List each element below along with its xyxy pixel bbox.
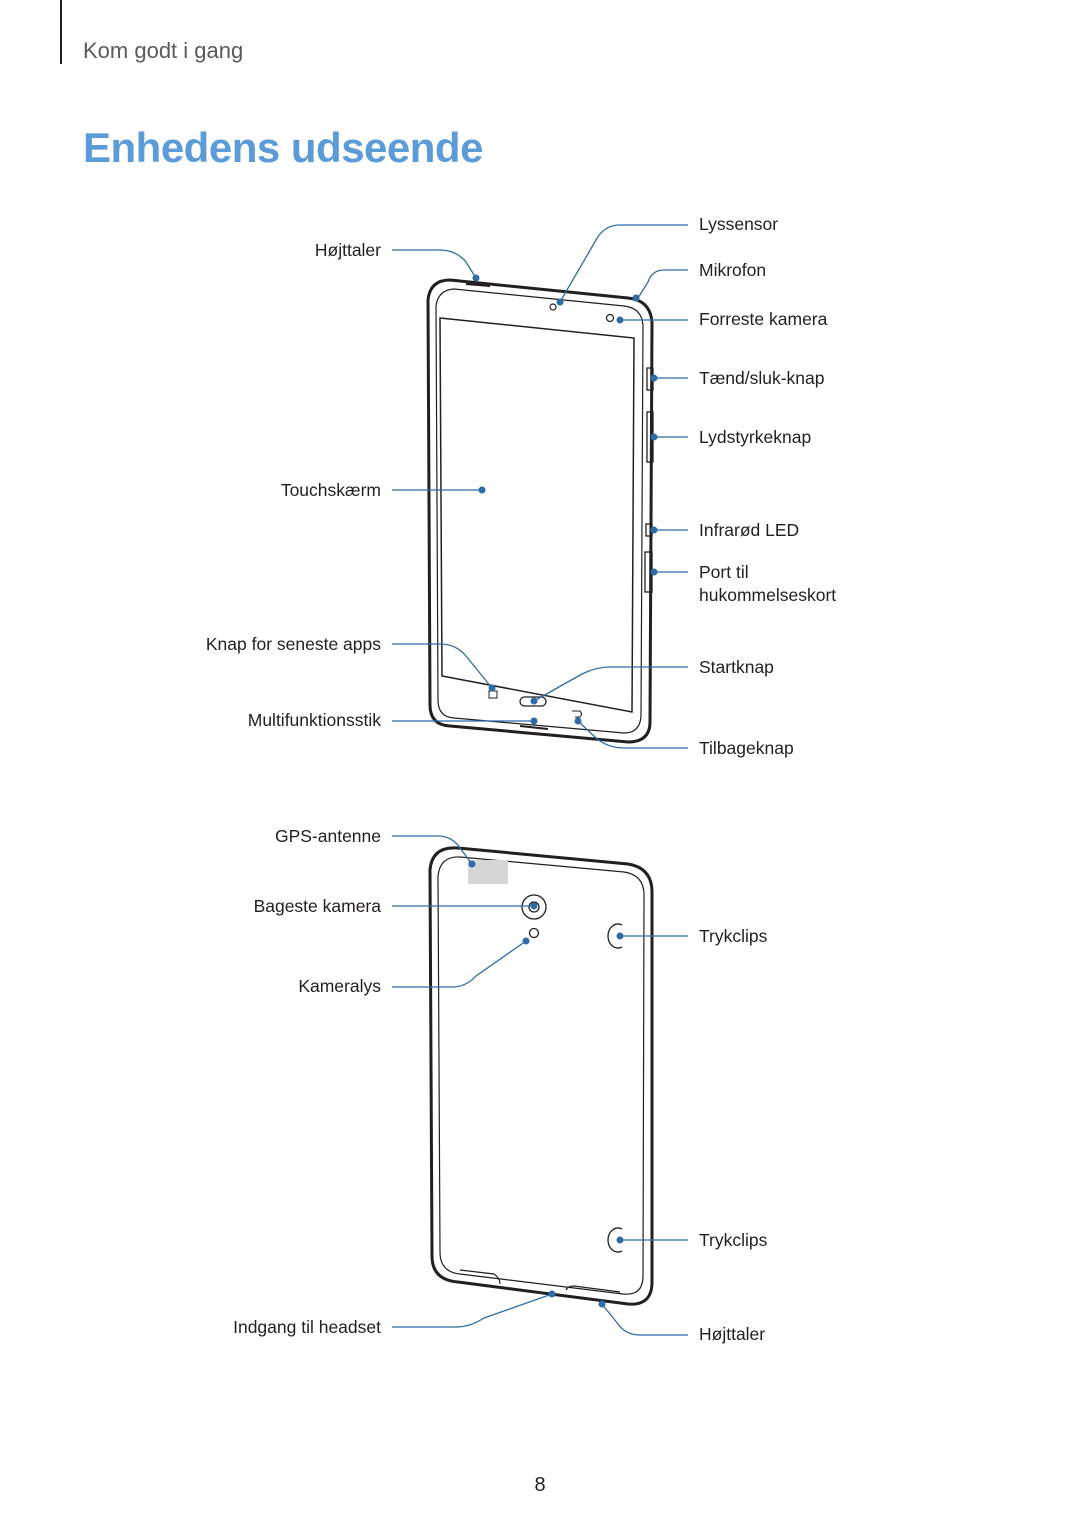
dot-recent-apps — [488, 684, 496, 692]
callout-line-flash — [392, 940, 527, 988]
callout-line-speaker-bottom — [601, 1303, 688, 1336]
page-number: 8 — [534, 1474, 546, 1496]
label-recent-apps: Knap for seneste apps — [205, 634, 381, 654]
back-device-outer — [428, 846, 654, 1306]
front-device-outer — [426, 278, 654, 744]
rear-camera-lens — [528, 901, 540, 913]
back-device — [428, 846, 654, 1306]
page-rule — [60, 0, 62, 64]
label-memory-port: Port til — [699, 562, 749, 582]
dot-flash — [522, 937, 530, 945]
page-title: Enhedens udseende — [83, 124, 483, 171]
callout-line-light-sensor — [559, 224, 688, 303]
dot-front-camera — [616, 316, 624, 324]
bottom-rim-right — [565, 1285, 621, 1293]
label-volume-key: Lydstyrkeknap — [699, 427, 812, 447]
dot-clip-bottom — [616, 1236, 624, 1244]
label-flash: Kameralys — [298, 976, 381, 996]
dot-light-sensor — [556, 298, 564, 306]
dot-back — [574, 717, 582, 725]
press-clip-top — [607, 923, 623, 949]
label-rear-camera: Bageste kamera — [253, 896, 381, 916]
label-gps: GPS-antenne — [274, 826, 381, 846]
dot-multifunction — [530, 717, 538, 725]
front-screen — [439, 317, 635, 713]
dot-home — [530, 697, 538, 705]
dot-speaker-bottom — [598, 1300, 606, 1308]
label-power-key: Tænd/sluk-knap — [699, 368, 825, 388]
front-device — [426, 278, 654, 744]
dot-ir — [650, 526, 658, 534]
label-microphone: Mikrofon — [699, 260, 767, 280]
home-button — [519, 696, 547, 707]
dot-headset — [548, 1290, 556, 1298]
camera-flash — [528, 927, 540, 939]
bottom-connector — [519, 725, 549, 730]
light-sensor — [549, 303, 557, 311]
callout-line-home — [533, 666, 688, 702]
label-back-key: Tilbageknap — [699, 738, 794, 758]
callout-line-headset — [392, 1293, 553, 1328]
label-touchscreen: Touchskærm — [280, 480, 381, 500]
label-ir-led: Infrarød LED — [699, 520, 800, 540]
callout-line-recent-apps — [392, 643, 493, 689]
label-speaker-bottom: Højttaler — [699, 1324, 766, 1344]
callouts — [392, 224, 688, 1336]
dot-power — [650, 374, 658, 382]
rear-camera-outer — [521, 894, 547, 920]
label-front-camera: Forreste kamera — [699, 309, 828, 329]
label-headset: Indgang til headset — [233, 1317, 381, 1337]
top-speaker-slot — [465, 283, 491, 287]
label-memory-card: hukommelseskort — [699, 585, 837, 605]
press-clip-bottom — [607, 1227, 623, 1253]
section-header: Kom godt i gang — [83, 38, 244, 63]
front-camera-lens — [605, 313, 615, 323]
callout-line-microphone — [637, 269, 688, 299]
front-device-inner — [435, 288, 644, 734]
recent-apps-symbol — [488, 690, 498, 699]
dot-gps — [468, 860, 476, 868]
bottom-rim-left — [459, 1269, 501, 1285]
dot-volume — [650, 433, 658, 441]
label-clip-bottom: Trykclips — [699, 1230, 768, 1250]
label-multifunction: Multifunktionsstik — [247, 710, 381, 730]
callout-dots — [468, 274, 658, 1308]
callout-line-gps — [392, 835, 473, 865]
dot-memory — [650, 568, 658, 576]
dot-microphone — [632, 294, 640, 302]
dot-clip-top — [616, 932, 624, 940]
dot-rear-camera — [530, 902, 538, 910]
back-device-inner — [437, 856, 645, 1295]
dot-touchscreen — [478, 486, 486, 494]
callout-line-speaker-top — [392, 249, 477, 279]
callout-line-back — [577, 720, 688, 749]
label-speaker-top: Højttaler — [314, 240, 381, 260]
label-light-sensor: Lyssensor — [699, 214, 779, 234]
back-symbol — [572, 710, 583, 718]
dot-speaker-top — [472, 274, 480, 282]
label-home-key: Startknap — [699, 657, 774, 677]
label-clip-top: Trykclips — [699, 926, 768, 946]
